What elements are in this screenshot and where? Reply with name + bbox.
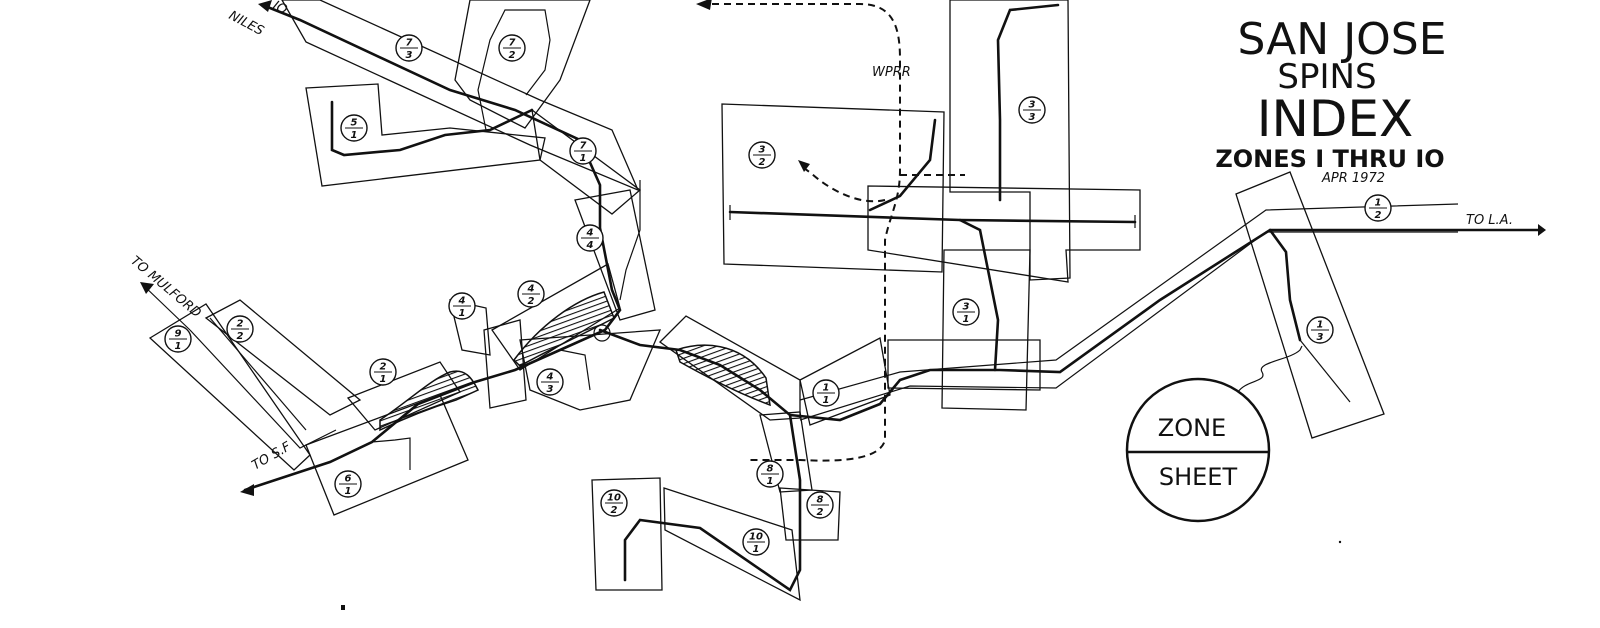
label-niles-number: IO xyxy=(270,0,289,18)
title-date: APR 1972 xyxy=(1321,171,1385,186)
sheet-number: 1 xyxy=(963,314,970,325)
zone-number: 3 xyxy=(759,145,766,156)
zone-number: 1 xyxy=(1317,320,1324,331)
right-of-way xyxy=(799,203,1459,421)
sheet-number: 3 xyxy=(1029,112,1036,123)
legend-circle xyxy=(1125,377,1271,523)
zone-number: 1 xyxy=(823,383,830,394)
title-block: SAN JOSE SPINS INDEX ZONES I THRU IO APR… xyxy=(1215,14,1446,186)
main-tracks xyxy=(189,3,1542,592)
sheet-number: 1 xyxy=(345,486,352,497)
zone-marker: 51 xyxy=(340,114,368,142)
sheet-number: 1 xyxy=(823,395,830,406)
zone-marker: 31 xyxy=(952,298,980,326)
zone-marker: 71 xyxy=(569,137,597,165)
zone-number: 5 xyxy=(351,118,358,129)
sheet-number: 1 xyxy=(175,341,182,352)
sheet-number: 2 xyxy=(528,296,535,307)
sheet-number: 2 xyxy=(509,50,516,61)
legend: ZONE SHEET xyxy=(1125,345,1303,523)
label-to-sf: TO S.F xyxy=(250,439,294,473)
label-to-mulford: TO MULFORD xyxy=(127,254,203,321)
zone-marker: 102 xyxy=(600,489,628,517)
zone-number: 8 xyxy=(817,495,824,506)
zone-marker: 33 xyxy=(1018,96,1046,124)
sheet-number: 1 xyxy=(767,476,774,487)
direction-arrows xyxy=(140,0,1546,496)
zone-number: 4 xyxy=(458,296,466,307)
zone-marker: 44 xyxy=(576,224,604,252)
sheet-number: 2 xyxy=(611,505,618,516)
zone-marker: 32 xyxy=(748,141,776,169)
sheet-number: 1 xyxy=(753,544,760,555)
zone-number: 6 xyxy=(345,474,352,485)
label-to-la: TO L.A. xyxy=(1466,213,1513,228)
sheet-number: 2 xyxy=(759,157,766,168)
zone-number: 4 xyxy=(586,228,594,239)
zone-marker: 11 xyxy=(812,379,840,407)
zone-number: 4 xyxy=(527,284,535,295)
title-line-4: ZONES I THRU IO xyxy=(1215,145,1444,173)
zone-number: 8 xyxy=(767,464,774,475)
sheet-number: 1 xyxy=(380,374,387,385)
sheet-number: 1 xyxy=(351,130,358,141)
zone-marker: 101 xyxy=(742,528,770,556)
zone-marker: 43 xyxy=(536,368,564,396)
title-line-3: INDEX xyxy=(1257,90,1414,148)
zone-number: 7 xyxy=(580,141,587,152)
zone-marker: 12 xyxy=(1364,194,1392,222)
zone-number: 1 xyxy=(1375,198,1382,209)
zone-marker: 22 xyxy=(226,315,254,343)
zone-marker: 82 xyxy=(806,491,834,519)
zone-number: 4 xyxy=(546,372,554,383)
zone-number: 9 xyxy=(175,329,182,340)
sheet-number: 1 xyxy=(580,153,587,164)
label-wprr: WPRR xyxy=(872,65,911,80)
sheet-number: 3 xyxy=(547,384,554,395)
title-line-2: SPINS xyxy=(1277,57,1376,97)
zone-marker: 73 xyxy=(395,34,423,62)
zone-marker: 13 xyxy=(1306,316,1334,344)
zone-markers: 7372517144424143912221613233311181821021… xyxy=(164,34,1392,556)
zone-number: 3 xyxy=(1029,100,1036,111)
zone-marker: 72 xyxy=(498,34,526,62)
zone-number: 10 xyxy=(607,493,621,504)
sheet-number: 4 xyxy=(586,240,594,251)
zone-number: 7 xyxy=(406,38,413,49)
wprr-line xyxy=(700,3,965,462)
legend-zone-label: ZONE xyxy=(1158,414,1226,442)
zone-number: 3 xyxy=(963,302,970,313)
sheet-number: 2 xyxy=(817,507,824,518)
zone-marker: 91 xyxy=(164,325,192,353)
zone-marker: 42 xyxy=(517,280,545,308)
sheet-number: 1 xyxy=(459,308,466,319)
zone-marker: 21 xyxy=(369,358,397,386)
zone-number: 2 xyxy=(380,362,387,373)
sheet-number: 2 xyxy=(237,331,244,342)
sheet-number: 2 xyxy=(1375,210,1382,221)
zone-number: 2 xyxy=(237,319,244,330)
zone-marker: 41 xyxy=(448,292,476,320)
zone-marker: 61 xyxy=(334,470,362,498)
sheet-number: 3 xyxy=(406,50,413,61)
zone-number: 7 xyxy=(509,38,516,49)
sheet-number: 3 xyxy=(1317,332,1324,343)
zone-marker: 81 xyxy=(756,460,784,488)
legend-sheet-label: SHEET xyxy=(1159,463,1238,491)
title-line-1: SAN JOSE xyxy=(1237,14,1446,65)
label-niles: NILES xyxy=(226,8,266,39)
zone-number: 10 xyxy=(749,532,763,543)
